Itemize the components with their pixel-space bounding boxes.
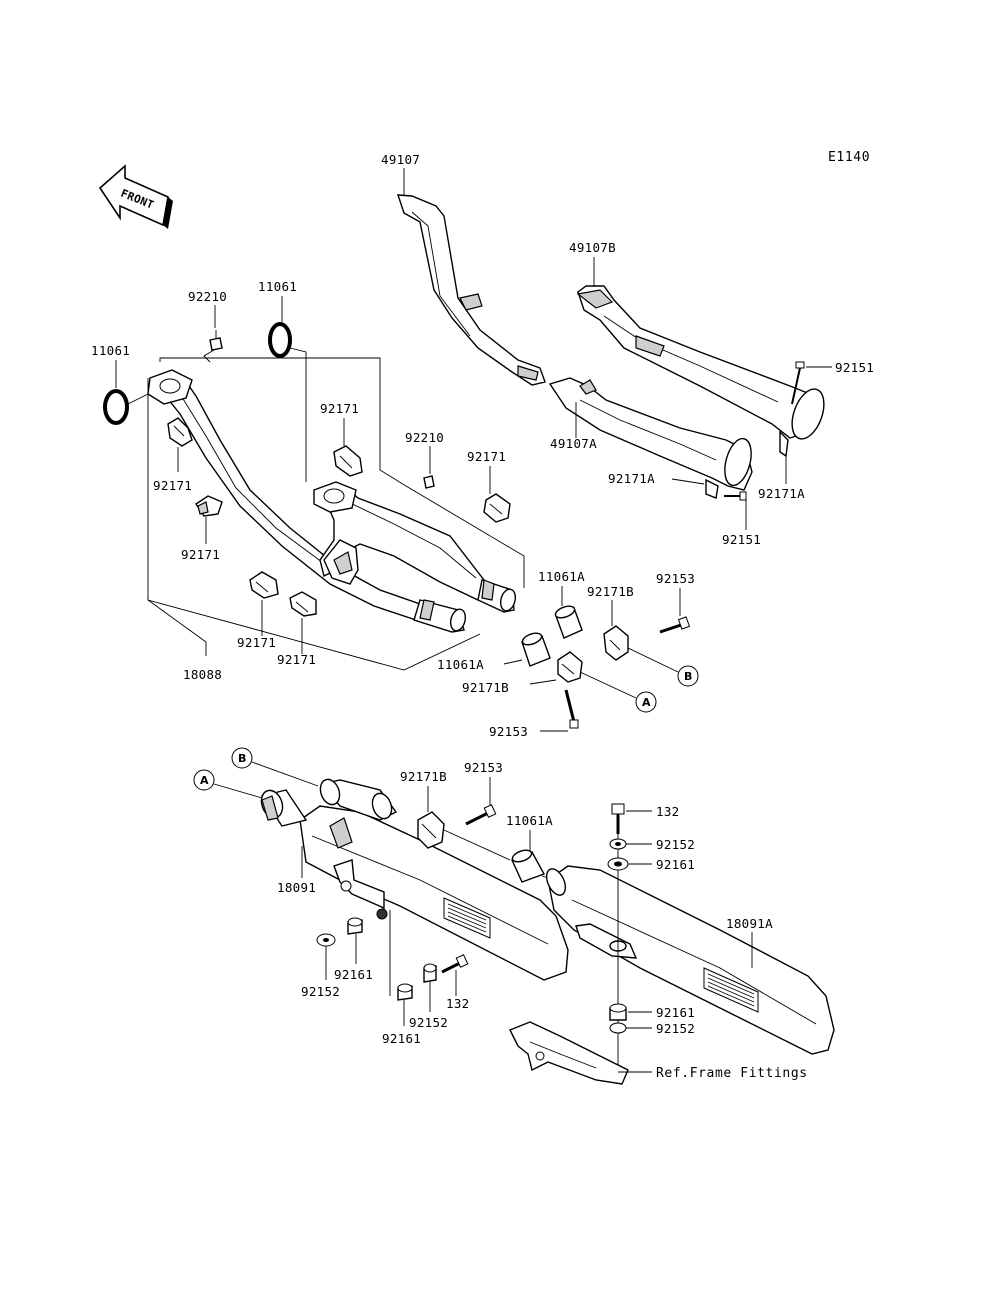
bolt-92151-bottom bbox=[724, 491, 747, 501]
label-92171b-mid: 92171B bbox=[400, 769, 447, 784]
clamp-92171b-upper bbox=[603, 625, 629, 661]
gasket-11061-left bbox=[103, 389, 129, 425]
bolt-132-right bbox=[611, 803, 625, 834]
label-132-left: 132 bbox=[446, 996, 469, 1011]
washer-92152-mid bbox=[423, 963, 437, 983]
label-18091a: 18091A bbox=[726, 916, 773, 931]
sleeve-11061a-mid bbox=[511, 849, 546, 883]
callout-b-upper: B bbox=[684, 670, 692, 683]
grommet-92161-low bbox=[397, 983, 413, 1001]
label-92152-right-top: 92152 bbox=[656, 837, 695, 852]
sleeve-11061a-upper bbox=[554, 605, 583, 639]
label-plate-18091a bbox=[703, 967, 759, 1013]
label-92151-bottom: 92151 bbox=[722, 532, 761, 547]
frame-bracket bbox=[509, 1021, 629, 1085]
label-92161-right-low: 92161 bbox=[656, 1005, 695, 1020]
bolt-92153-lower bbox=[564, 689, 579, 729]
grommet-92161-left bbox=[347, 917, 363, 935]
label-92171-f: 92171 bbox=[277, 652, 316, 667]
label-92171b-upper: 92171B bbox=[587, 584, 634, 599]
label-92161-right-top: 92161 bbox=[656, 857, 695, 872]
label-92171-c: 92171 bbox=[320, 401, 359, 416]
label-92153-upper: 92153 bbox=[656, 571, 695, 586]
clamp-92171-d bbox=[483, 493, 511, 523]
flange-front bbox=[147, 369, 193, 405]
label-49107a: 49107A bbox=[550, 436, 597, 451]
label-11061a-upper: 11061A bbox=[538, 569, 585, 584]
sleeve-11061a-lower bbox=[521, 632, 551, 667]
label-92171b-lower: 92171B bbox=[462, 680, 509, 695]
heat-shield-49107 bbox=[397, 194, 546, 386]
clamp-92171-e bbox=[249, 571, 279, 599]
flange-rear bbox=[313, 481, 357, 513]
diagram-id: E1140 bbox=[828, 150, 870, 165]
clamp-92171a-left bbox=[705, 478, 719, 499]
label-92153-mid: 92153 bbox=[464, 760, 503, 775]
label-11061a-lower: 11061A bbox=[437, 657, 484, 672]
label-92161-left: 92161 bbox=[334, 967, 373, 982]
label-92171-a: 92171 bbox=[153, 478, 192, 493]
bolt-92153-mid bbox=[465, 804, 497, 826]
pipe-end-front bbox=[413, 599, 467, 633]
nut-92210-mid bbox=[423, 475, 435, 489]
label-92151-top: 92151 bbox=[835, 360, 874, 375]
clamp-92171-f bbox=[289, 591, 317, 617]
label-92153-lower: 92153 bbox=[489, 724, 528, 739]
label-plate-18091 bbox=[443, 897, 491, 939]
label-92152-mid: 92152 bbox=[409, 1015, 448, 1030]
heat-shield-49107a bbox=[548, 377, 753, 491]
pipe-end-rear bbox=[477, 579, 517, 613]
label-11061-left: 11061 bbox=[91, 343, 130, 358]
clamp-92171b-lower bbox=[557, 651, 583, 683]
gasket-11061-top bbox=[268, 322, 292, 358]
label-92152-right-low: 92152 bbox=[656, 1021, 695, 1036]
label-11061a-mid: 11061A bbox=[506, 813, 553, 828]
header-pipe-18088 bbox=[147, 369, 517, 633]
label-92171a-left: 92171A bbox=[608, 471, 655, 486]
label-92171-b: 92171 bbox=[181, 547, 220, 562]
washer-92152-left bbox=[316, 933, 336, 947]
muffler-18091 bbox=[260, 778, 569, 981]
nut-92210-left bbox=[203, 330, 223, 363]
label-92171-e: 92171 bbox=[237, 635, 276, 650]
label-92161-low: 92161 bbox=[382, 1031, 421, 1046]
label-92152-left: 92152 bbox=[301, 984, 340, 999]
muffler-18091a bbox=[545, 865, 835, 1055]
label-18088: 18088 bbox=[183, 667, 222, 682]
bolt-92151-top bbox=[791, 361, 805, 405]
clamp-92171-c bbox=[333, 445, 363, 477]
label-49107b: 49107B bbox=[569, 240, 616, 255]
clamp-92171-b bbox=[195, 495, 223, 517]
label-49107: 49107 bbox=[381, 152, 420, 167]
label-92210-mid: 92210 bbox=[405, 430, 444, 445]
label-92171a-right: 92171A bbox=[758, 486, 805, 501]
callout-a-lower: A bbox=[200, 774, 209, 787]
label-92171-d: 92171 bbox=[467, 449, 506, 464]
clamp-92171b-mid bbox=[417, 811, 445, 849]
bolt-132-left bbox=[441, 954, 469, 974]
heat-shield-49107b bbox=[576, 285, 825, 440]
label-18091: 18091 bbox=[277, 880, 316, 895]
label-11061-top: 11061 bbox=[258, 279, 297, 294]
washer-92152-right-low bbox=[609, 1022, 627, 1034]
front-arrow-icon: FRONT bbox=[98, 164, 173, 229]
callout-a-upper: A bbox=[642, 696, 651, 709]
label-92210-left: 92210 bbox=[188, 289, 227, 304]
washer-92152-right-top bbox=[609, 838, 627, 850]
callout-b-lower: B bbox=[238, 752, 246, 765]
ref-frame-fittings: Ref.Frame Fittings bbox=[656, 1066, 808, 1081]
label-132-right: 132 bbox=[656, 804, 679, 819]
grommet-92161-right-low bbox=[609, 1003, 627, 1021]
grommet-92161-right-top bbox=[607, 857, 629, 871]
clamp-92171-a bbox=[167, 417, 193, 447]
bolt-92153-upper bbox=[659, 616, 691, 634]
